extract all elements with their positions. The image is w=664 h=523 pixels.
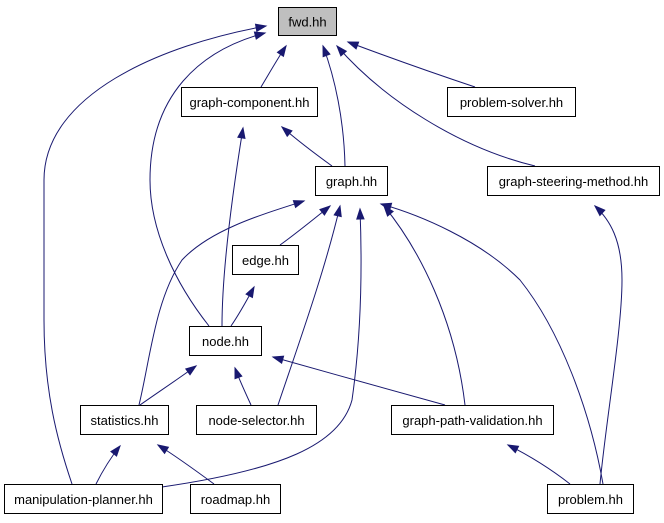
node-label[interactable]: problem-solver.hh <box>460 95 563 110</box>
edge-node-to-graph-component <box>221 126 246 327</box>
node-graph-path-validation[interactable]: graph-path-validation.hh <box>391 405 554 435</box>
arrowhead-icon <box>254 23 268 33</box>
edge-problem-to-graph <box>379 202 604 485</box>
edge-graph-to-graph-component <box>280 126 333 167</box>
arrowhead-icon <box>110 444 121 457</box>
edge-node-to-fwd <box>149 31 267 327</box>
arrowhead-icon <box>506 444 520 454</box>
node-problem[interactable]: problem.hh <box>547 484 634 514</box>
edge-graph-steering-method-to-fwd <box>336 44 536 167</box>
node-label[interactable]: edge.hh <box>242 253 289 268</box>
node-graph-steering-method[interactable]: graph-steering-method.hh <box>487 166 660 196</box>
edge-line <box>43 25 267 485</box>
edge-line <box>336 45 536 167</box>
edge-line <box>161 208 362 488</box>
arrowhead-icon <box>271 355 285 364</box>
node-label[interactable]: statistics.hh <box>91 413 159 428</box>
arrowhead-icon <box>280 126 293 138</box>
edge-line <box>322 45 346 167</box>
edge-statistics-to-node <box>139 365 198 406</box>
node-box[interactable] <box>189 326 262 356</box>
node-box[interactable] <box>391 405 554 435</box>
node-box[interactable] <box>547 484 634 514</box>
node-box[interactable] <box>196 405 317 435</box>
node-box[interactable] <box>315 166 388 196</box>
node-box[interactable] <box>447 87 576 117</box>
arrowhead-icon <box>319 205 332 216</box>
node-box[interactable] <box>190 484 281 514</box>
node-box[interactable] <box>487 166 660 196</box>
node-edge[interactable]: edge.hh <box>232 245 299 275</box>
node-label[interactable]: graph-steering-method.hh <box>499 174 649 189</box>
edge-roadmap-to-statistics <box>156 444 215 485</box>
node-box[interactable] <box>181 87 318 117</box>
node-label[interactable]: graph.hh <box>326 174 377 189</box>
edge-node-to-edge <box>230 285 255 327</box>
edge-manipulation-planner-to-statistics <box>95 444 121 485</box>
edge-manipulation-planner-to-graph <box>161 207 365 488</box>
edge-problem-solver-to-fwd <box>346 41 476 88</box>
edge-graph-path-validation-to-graph <box>383 204 466 406</box>
edge-graph-to-fwd <box>322 44 346 167</box>
node-roadmap[interactable]: roadmap.hh <box>190 484 281 514</box>
node-graph[interactable]: graph.hh <box>315 166 388 196</box>
edge-line <box>507 444 571 485</box>
arrowhead-icon <box>234 366 243 380</box>
arrowhead-icon <box>253 31 267 40</box>
node-label[interactable]: node.hh <box>202 334 249 349</box>
node-box[interactable] <box>80 405 169 435</box>
edge-graph-component-to-fwd <box>260 44 287 88</box>
node-statistics[interactable]: statistics.hh <box>80 405 169 435</box>
arrowhead-icon <box>184 365 198 376</box>
node-label[interactable]: node-selector.hh <box>208 413 304 428</box>
node-box[interactable] <box>4 484 163 514</box>
node-box[interactable] <box>232 245 299 275</box>
edge-problem-to-graph-steering-method <box>593 204 623 485</box>
edge-line <box>221 127 244 327</box>
arrowhead-icon <box>346 41 360 50</box>
edges-layer <box>43 23 623 488</box>
edge-line <box>594 205 623 485</box>
arrowhead-icon <box>237 126 246 140</box>
arrowhead-icon <box>245 285 255 299</box>
node-box[interactable] <box>278 7 337 36</box>
edge-problem-to-graph-path-validation <box>506 444 571 485</box>
arrowhead-icon <box>356 207 365 220</box>
arrowhead-icon <box>156 444 170 455</box>
node-label[interactable]: problem.hh <box>558 492 623 507</box>
node-node-selector[interactable]: node-selector.hh <box>196 405 317 435</box>
edge-line <box>149 32 266 327</box>
node-label[interactable]: roadmap.hh <box>201 492 270 507</box>
arrowhead-icon <box>276 44 287 58</box>
edge-node-selector-to-graph <box>277 204 342 406</box>
arrowhead-icon <box>379 202 393 211</box>
arrowhead-icon <box>292 200 306 209</box>
node-manipulation-planner[interactable]: manipulation-planner.hh <box>4 484 163 514</box>
node-label[interactable]: graph-path-validation.hh <box>402 413 542 428</box>
edge-line <box>347 41 476 88</box>
edge-graph-path-validation-to-node <box>271 355 446 406</box>
node-node[interactable]: node.hh <box>189 326 262 356</box>
edge-line <box>272 356 446 406</box>
node-graph-component[interactable]: graph-component.hh <box>181 87 318 117</box>
edge-manipulation-planner-to-fwd <box>43 23 268 485</box>
node-fwd[interactable]: fwd.hh <box>278 7 337 36</box>
node-problem-solver[interactable]: problem-solver.hh <box>447 87 576 117</box>
edge-line <box>383 205 466 406</box>
edge-line <box>380 203 604 485</box>
arrowhead-icon <box>593 204 606 217</box>
arrowhead-icon <box>333 204 342 218</box>
edge-line <box>277 205 341 406</box>
edge-node-selector-to-node <box>234 366 252 406</box>
node-label[interactable]: graph-component.hh <box>190 95 310 110</box>
arrowhead-icon <box>322 44 331 58</box>
edge-statistics-to-graph <box>138 200 306 406</box>
node-label[interactable]: fwd.hh <box>288 15 326 30</box>
arrowhead-icon <box>336 44 348 57</box>
edge-edge-to-graph <box>279 205 332 246</box>
edge-line <box>138 200 305 406</box>
node-label[interactable]: manipulation-planner.hh <box>14 492 153 507</box>
nodes-layer: fwd.hh graph-component.hh problem-solver.h… <box>4 7 660 514</box>
